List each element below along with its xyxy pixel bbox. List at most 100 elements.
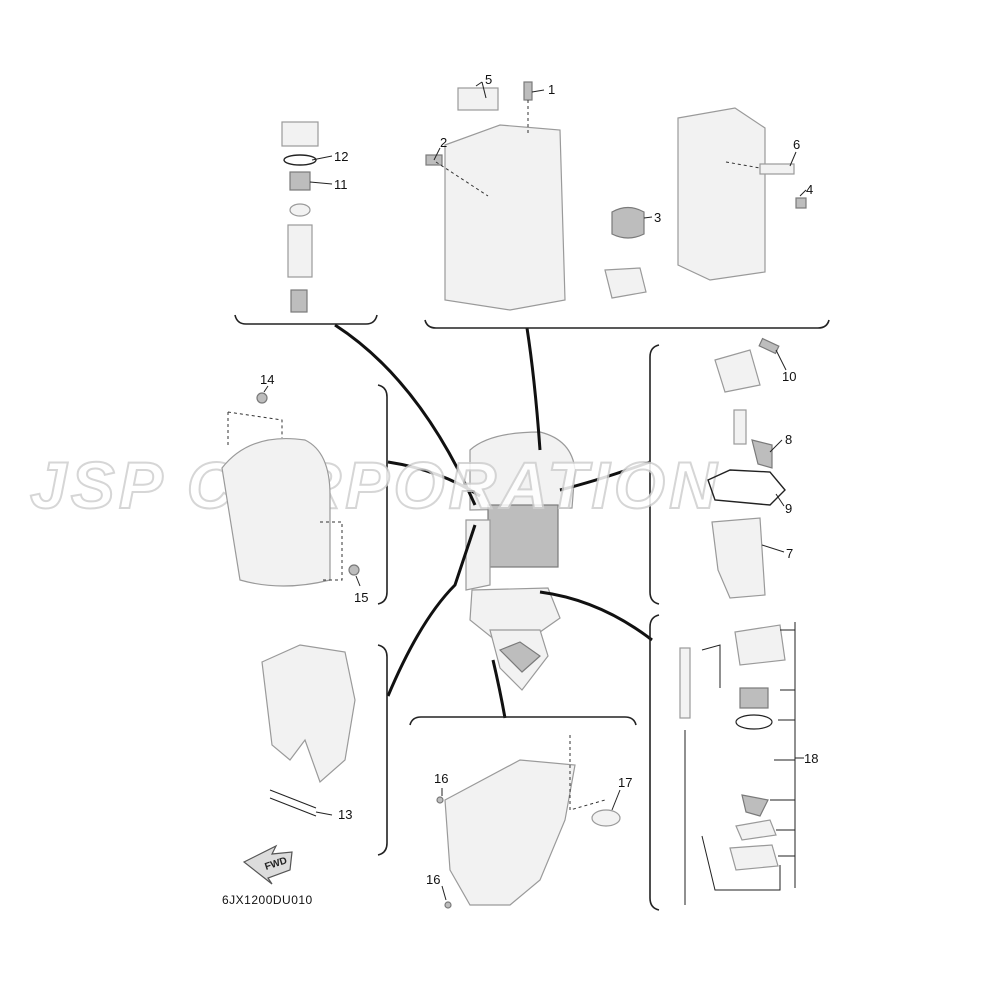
group-water-pump bbox=[679, 622, 804, 905]
callout-14: 14 bbox=[260, 372, 274, 387]
bottom-cowling bbox=[487, 504, 559, 568]
gasket-9 bbox=[707, 469, 786, 506]
group-lower-casing bbox=[436, 735, 621, 909]
gasket-8 bbox=[751, 439, 773, 469]
callout-3: 3 bbox=[654, 210, 661, 225]
watermark: JSP CORPORATION bbox=[29, 447, 721, 523]
filter-10 bbox=[758, 337, 780, 355]
leader-4 bbox=[799, 189, 807, 197]
swivel-bracket bbox=[465, 519, 491, 591]
callout-9: 9 bbox=[785, 501, 792, 516]
exhaust-guide bbox=[261, 644, 356, 784]
o-ring-12 bbox=[283, 154, 317, 166]
callout-15: 15 bbox=[354, 590, 368, 605]
filter-element bbox=[287, 224, 313, 278]
leader-11 bbox=[309, 181, 333, 185]
dowel-13a bbox=[269, 789, 317, 809]
bracket-top-left bbox=[234, 314, 378, 325]
callout-16-lower: 16 bbox=[426, 872, 440, 887]
grommet-15 bbox=[348, 564, 360, 576]
outer-plate bbox=[735, 819, 777, 841]
propeller bbox=[498, 641, 541, 673]
bracket-bottom-center bbox=[409, 716, 637, 726]
group-brackets bbox=[234, 314, 830, 911]
callout-11: 11 bbox=[334, 177, 348, 192]
washer bbox=[289, 203, 311, 217]
fwd-arrow: FWD bbox=[242, 844, 293, 885]
bracket-lower-left bbox=[377, 644, 388, 856]
group-fuel-filter bbox=[281, 121, 333, 313]
leader-mid-right bbox=[559, 460, 651, 492]
fwd-arrow-icon bbox=[242, 844, 293, 885]
filter-bottom bbox=[290, 289, 308, 313]
dash-14 bbox=[227, 411, 283, 448]
plate-17 bbox=[591, 809, 621, 827]
leader-5b bbox=[481, 81, 487, 99]
oil-filter-mount bbox=[604, 267, 647, 299]
leader-5a bbox=[475, 81, 483, 87]
leader-17 bbox=[611, 789, 621, 811]
dash-15 bbox=[320, 521, 343, 581]
watermark-text: JSP CORPORATION bbox=[30, 448, 721, 522]
leader-13 bbox=[315, 811, 333, 816]
leader-top-left bbox=[334, 323, 477, 506]
bracket-mid-right bbox=[649, 344, 660, 605]
leader-2 bbox=[433, 147, 441, 161]
leader-16b bbox=[441, 885, 447, 901]
callout-6: 6 bbox=[793, 137, 800, 152]
dash-2 bbox=[435, 161, 489, 197]
callout-18: 18 bbox=[804, 751, 818, 766]
callout-7: 7 bbox=[786, 546, 793, 561]
lower-casing bbox=[444, 759, 576, 906]
leader-bottom-center bbox=[491, 659, 507, 719]
leader-lower-left bbox=[386, 524, 477, 697]
outboard-motor bbox=[465, 431, 576, 691]
callout-2: 2 bbox=[440, 135, 447, 150]
grommet-14 bbox=[256, 392, 268, 404]
bracket-mid-left bbox=[377, 384, 388, 605]
cylinder-head bbox=[677, 107, 766, 281]
plug-4 bbox=[795, 197, 807, 209]
nut-11 bbox=[289, 171, 311, 191]
leader-6 bbox=[789, 151, 797, 167]
group-cylinder-block bbox=[425, 81, 807, 311]
leader-top-center bbox=[525, 327, 542, 451]
dash-17 bbox=[569, 735, 606, 811]
group-fuel-pump bbox=[707, 337, 787, 599]
callout-16-upper: 16 bbox=[434, 771, 448, 786]
fuel-pump bbox=[733, 409, 747, 445]
thermostat-5 bbox=[457, 87, 499, 111]
callout-8: 8 bbox=[785, 432, 792, 447]
callout-17: 17 bbox=[618, 775, 632, 790]
diagram-code: 6JX1200DU010 bbox=[222, 893, 313, 907]
callout-numbers: 1 2 3 4 5 6 7 8 9 10 11 12 13 14 15 16 1… bbox=[260, 72, 818, 887]
leader-12 bbox=[311, 155, 333, 161]
bracket-lower-right bbox=[649, 614, 660, 911]
leader-lines bbox=[334, 323, 653, 719]
leader-9 bbox=[775, 493, 785, 507]
callout-4: 4 bbox=[806, 182, 813, 197]
group-exhaust-guide bbox=[261, 644, 356, 817]
cowling-shell bbox=[221, 437, 331, 587]
group-cowling bbox=[221, 385, 361, 587]
leader-10 bbox=[775, 349, 787, 371]
callout-12: 12 bbox=[334, 149, 348, 164]
bolt-16a bbox=[436, 796, 444, 804]
vapor-separator-top bbox=[714, 349, 761, 393]
callout-10: 10 bbox=[782, 369, 796, 384]
bolt-16b bbox=[444, 901, 452, 909]
cylinder-block bbox=[444, 124, 566, 311]
insert-cartridge bbox=[739, 687, 769, 709]
sender-6 bbox=[759, 163, 795, 175]
leader-14 bbox=[263, 385, 269, 393]
o-ring bbox=[735, 714, 773, 730]
callout-5: 5 bbox=[485, 72, 492, 87]
leader-mid-left bbox=[387, 460, 481, 498]
leader-lower-right bbox=[539, 590, 653, 642]
impeller bbox=[741, 794, 769, 817]
leader-7 bbox=[761, 544, 785, 553]
bracket-top-right bbox=[424, 319, 830, 329]
leader-3 bbox=[643, 216, 653, 219]
filter-head bbox=[281, 121, 319, 147]
